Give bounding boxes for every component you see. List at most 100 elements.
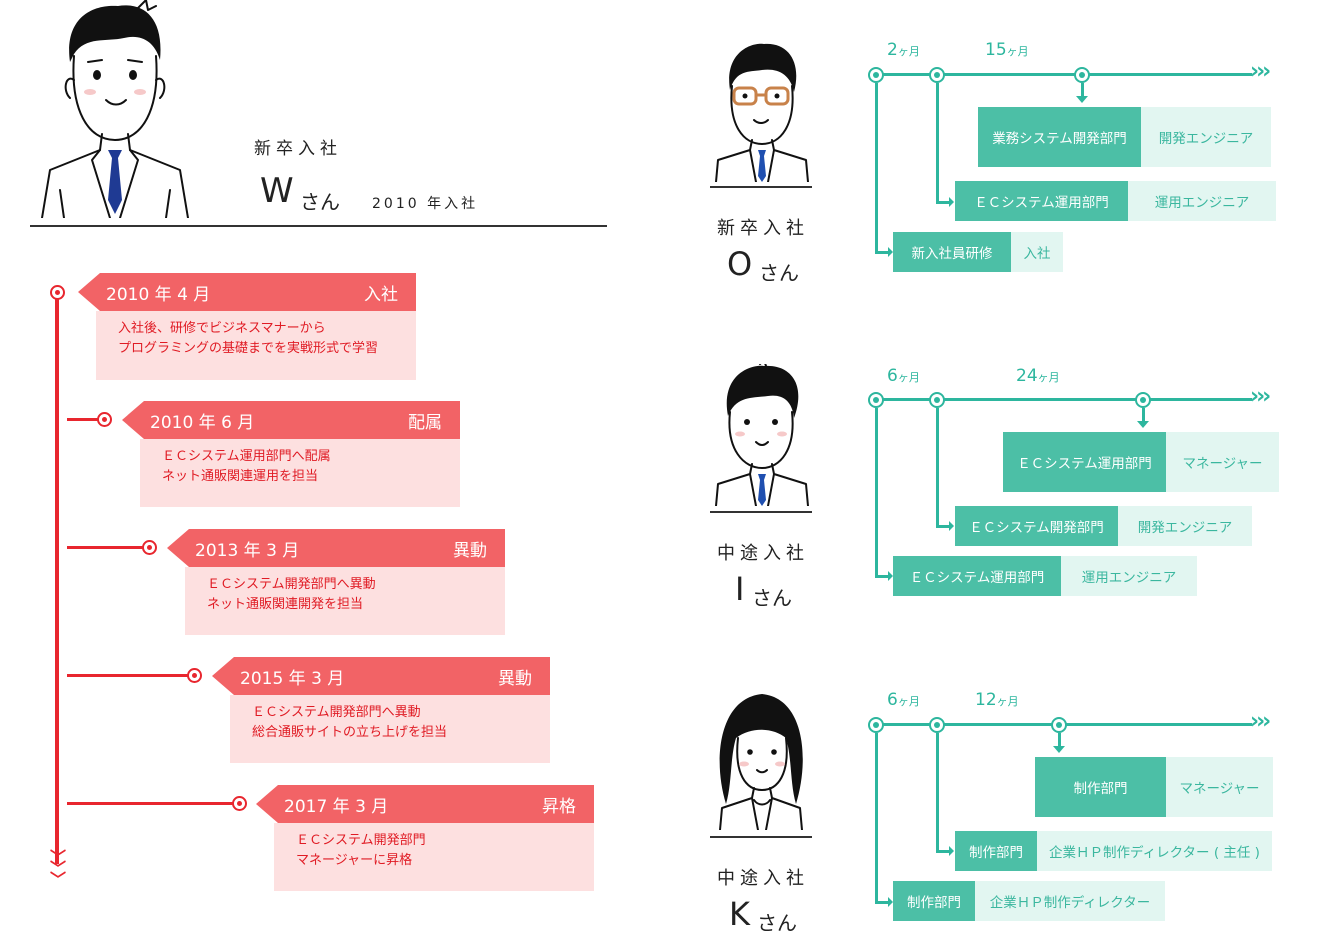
month-unit: ヶ月	[996, 695, 1019, 708]
i-step-2: ＥＣシステム開発部門 開発エンジニア	[955, 506, 1252, 546]
o-timeline-line	[876, 73, 1252, 76]
month-num: 24	[1016, 366, 1038, 386]
w-event-tag: 入社	[364, 284, 398, 305]
o-step-3: 業務システム開発部門 開発エンジニア	[978, 107, 1271, 167]
k-step-2: 制作部門 企業ＨＰ制作ディレクター ( 主任 )	[955, 831, 1272, 871]
w-event-line: マネージャーに昇格	[296, 853, 413, 868]
w-event-body: ＥＣシステム開発部門 マネージャーに昇格	[274, 823, 594, 891]
w-event-connector	[67, 674, 191, 677]
k-branch-line	[875, 733, 878, 904]
w-event-body: ＥＣシステム開発部門へ異動 総合通販サイトの立ち上げを担当	[230, 695, 550, 763]
step-role: 運用エンジニア	[1061, 556, 1197, 596]
k-node	[868, 717, 884, 733]
o-initial: O	[727, 245, 753, 283]
w-event-dot	[97, 412, 112, 427]
w-event-date: 2010 年 4 月	[106, 284, 211, 305]
o-branch-arrow	[949, 197, 954, 207]
w-event-line: ＥＣシステム開発部門	[296, 833, 426, 848]
i-node	[1135, 392, 1151, 408]
k-step-1: 制作部門 企業ＨＰ制作ディレクター	[893, 881, 1165, 921]
i-initial: I	[735, 570, 745, 608]
k-step-3: 制作部門 マネージャー	[1035, 757, 1273, 817]
w-event-line: ＥＣシステム開発部門へ異動	[252, 705, 421, 720]
step-dept: 制作部門	[955, 831, 1037, 871]
w-profile: 新卒入社 W さん 2010 年入社	[254, 134, 514, 214]
i-branch-arrow	[888, 571, 893, 581]
k-arrow-right-icon: ›››	[1250, 709, 1271, 734]
w-timeline-arrow: ﹀﹀﹀	[46, 850, 70, 888]
k-month-1: 6ヶ月	[887, 690, 920, 710]
step-role: 開発エンジニア	[1118, 506, 1252, 546]
i-arrow-right-icon: ›››	[1250, 384, 1271, 409]
o-month-2: 15ヶ月	[985, 40, 1029, 60]
o-san: さん	[759, 261, 799, 285]
w-event-line: ＥＣシステム開発部門へ異動	[207, 577, 376, 592]
step-role: 開発エンジニア	[1141, 107, 1271, 167]
step-role: マネージャー	[1166, 757, 1273, 817]
w-event-tag: 異動	[498, 668, 532, 689]
man-illustration	[715, 359, 809, 507]
chevron-down-icon: ﹀﹀﹀	[49, 848, 66, 889]
w-kind: 新卒入社	[254, 139, 342, 159]
k-san: さん	[757, 911, 797, 935]
step-dept: ＥＣシステム運用部門	[893, 556, 1061, 596]
w-joined: 2010 年入社	[372, 196, 479, 212]
month-num: 2	[887, 40, 898, 60]
i-branch-line	[875, 408, 878, 578]
step-dept: 制作部門	[1035, 757, 1166, 817]
w-san: さん	[300, 190, 340, 214]
month-unit: ヶ月	[1037, 371, 1060, 384]
i-branch-line	[936, 408, 939, 528]
i-divider	[710, 511, 812, 513]
i-avatar	[712, 359, 810, 507]
w-event-date: 2017 年 3 月	[284, 796, 389, 817]
k-node	[929, 717, 945, 733]
w-event-header: 2017 年 3 月 昇格	[256, 785, 594, 823]
w-event-body: 入社後、研修でビジネスマナーから プログラミングの基礎までを実戦形式で学習	[96, 311, 416, 380]
w-event-tag: 配属	[408, 412, 442, 433]
o-branch-line	[875, 251, 889, 254]
w-event-date: 2013 年 3 月	[195, 540, 300, 561]
step-dept: ＥＣシステム開発部門	[955, 506, 1118, 546]
w-event-body: ＥＣシステム運用部門へ配属 ネット通販関連運用を担当	[140, 439, 460, 507]
o-branch-line	[1081, 83, 1084, 97]
w-event-dot	[187, 668, 202, 683]
w-event-dot	[142, 540, 157, 555]
w-initial: W	[260, 171, 294, 211]
o-node	[1074, 67, 1090, 83]
i-node	[929, 392, 945, 408]
i-node	[868, 392, 884, 408]
w-event-header: 2013 年 3 月 異動	[167, 529, 505, 567]
w-event-line: ＥＣシステム運用部門へ配属	[162, 449, 331, 464]
month-num: 12	[975, 690, 997, 710]
o-step-2: ＥＣシステム運用部門 運用エンジニア	[955, 181, 1276, 221]
month-unit: ヶ月	[897, 695, 920, 708]
o-node	[929, 67, 945, 83]
w-event-dot	[232, 796, 247, 811]
step-role: 運用エンジニア	[1128, 181, 1276, 221]
step-role: 企業ＨＰ制作ディレクター	[975, 881, 1165, 921]
w-timeline-line	[55, 292, 59, 864]
o-step-1: 新入社員研修 入社	[893, 232, 1063, 272]
w-event-line: 入社後、研修でビジネスマナーから	[118, 321, 326, 336]
o-branch-line	[936, 201, 950, 204]
i-branch-line	[1142, 408, 1145, 422]
w-event-line: ネット通販関連開発を担当	[207, 597, 364, 612]
step-role: 入社	[1011, 232, 1063, 272]
i-step-3: ＥＣシステム運用部門 マネージャー	[1003, 432, 1279, 492]
o-month-1: 2ヶ月	[887, 40, 920, 60]
k-branch-line	[875, 901, 889, 904]
k-initial: K	[729, 895, 750, 933]
step-dept: ＥＣシステム運用部門	[1003, 432, 1166, 492]
k-divider	[710, 836, 812, 838]
w-event-dot	[50, 285, 65, 300]
w-event-line: ネット通販関連運用を担当	[162, 469, 319, 484]
k-avatar	[712, 688, 810, 831]
month-num: 6	[887, 366, 898, 386]
w-event-line: 総合通販サイトの立ち上げを担当	[252, 725, 448, 740]
step-role: マネージャー	[1166, 432, 1279, 492]
i-month-1: 6ヶ月	[887, 366, 920, 386]
k-branch-line	[936, 850, 950, 853]
k-node	[1051, 717, 1067, 733]
k-branch-arrow	[888, 897, 893, 907]
